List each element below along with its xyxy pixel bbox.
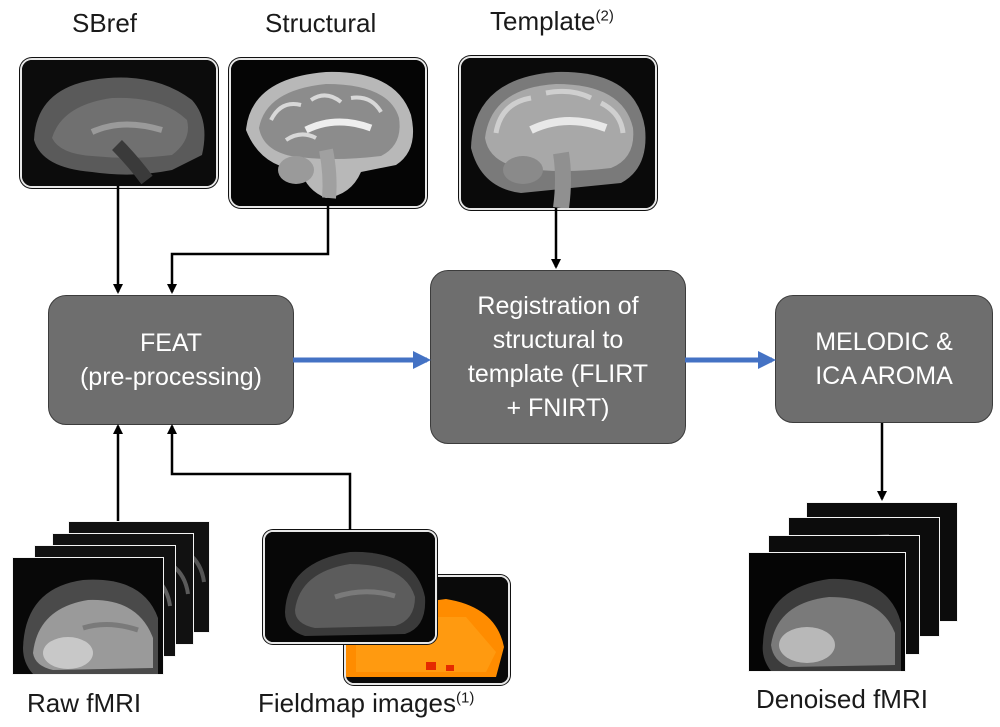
- sbref-label: SBref: [72, 8, 138, 38]
- sbref-image: [20, 58, 218, 188]
- feat-preprocessing-box: FEAT (pre-processing): [48, 295, 294, 425]
- template-image: [459, 56, 657, 210]
- melodic-line-1: MELODIC &: [815, 328, 953, 356]
- structural-image: [229, 58, 427, 208]
- feat-line-1: FEAT: [139, 329, 203, 357]
- registration-line-4: + FNIRT): [506, 394, 610, 422]
- fieldmap-to-feat-arrow: [167, 424, 352, 530]
- denoised-fmri-label: Denoised fMRI: [756, 684, 928, 714]
- structural-label: Structural: [265, 8, 377, 38]
- registration-line-3: template (FLIRT: [467, 360, 649, 388]
- fieldmap-magnitude-image: [263, 530, 437, 644]
- feat-line-2: (pre-processing): [79, 363, 262, 391]
- registration-line-1: Registration of: [477, 292, 639, 320]
- raw-fmri-label: Raw fMRI: [27, 688, 142, 718]
- raw-fmri-slice: [12, 557, 164, 675]
- template-label: Template(2): [490, 6, 614, 36]
- registration-box: Registration of structural to template (…: [430, 270, 686, 444]
- structural-to-feat-arrow: [167, 206, 330, 294]
- melodic-line-2: ICA AROMA: [815, 362, 953, 390]
- registration-line-2: structural to: [492, 326, 624, 354]
- denoised-fmri-slice: [748, 552, 906, 672]
- fieldmap-label: Fieldmap images(1): [258, 688, 475, 718]
- melodic-ica-aroma-box: MELODIC & ICA AROMA: [775, 295, 993, 423]
